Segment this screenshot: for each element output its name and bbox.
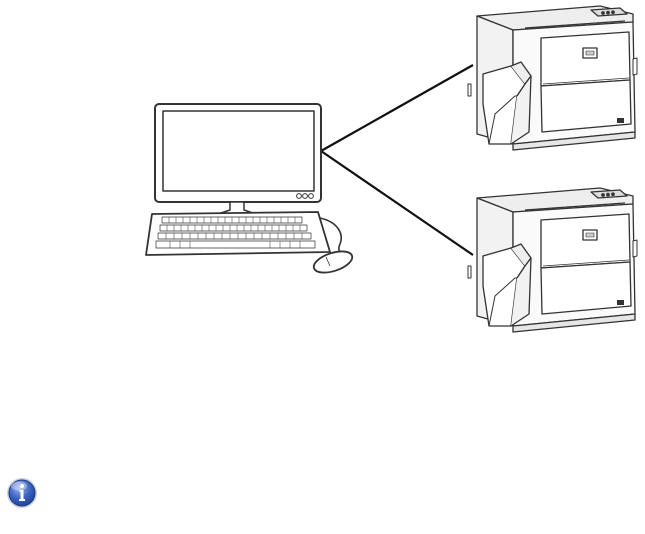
printer-icon	[468, 6, 637, 150]
computer-icon	[146, 104, 355, 277]
printer-icon	[468, 188, 637, 332]
connection-line-printer-1	[321, 65, 473, 151]
info-icon	[7, 478, 37, 508]
connection-line-printer-2	[321, 151, 473, 255]
